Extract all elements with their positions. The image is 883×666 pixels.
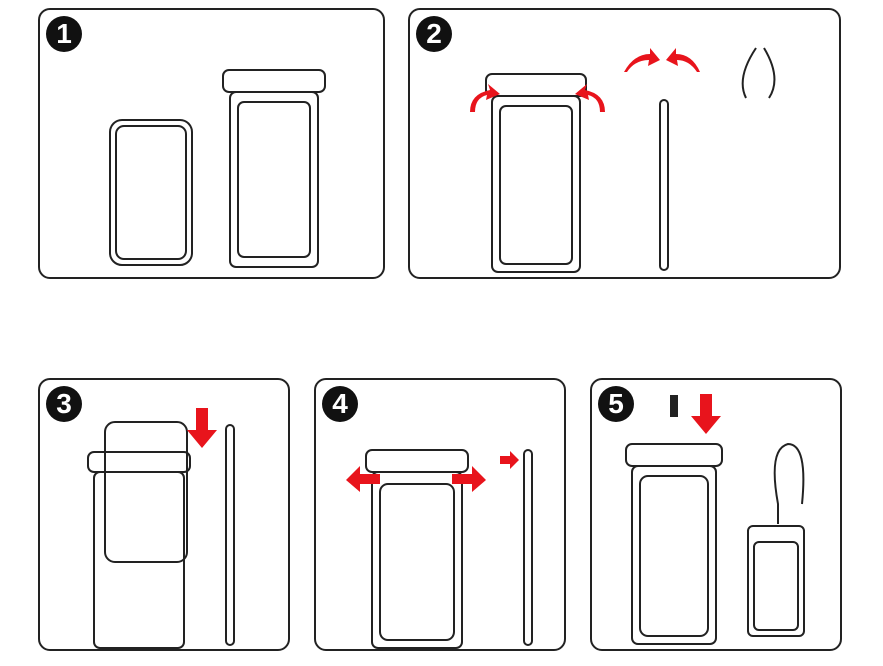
red-arrow-icons	[470, 48, 700, 112]
insert-phone-illustration	[87, 408, 235, 649]
step-4-panel: 4	[314, 378, 566, 651]
red-arrow-icons	[346, 451, 519, 492]
step-2-panel: 2	[408, 8, 841, 279]
down-arrow-icon	[691, 394, 721, 434]
step-number: 4	[322, 386, 358, 422]
step-1-panel: 1	[38, 8, 385, 279]
step-3-panel: 3	[38, 378, 290, 651]
down-arrow-icon	[187, 408, 217, 448]
step-number: 5	[598, 386, 634, 422]
close-clips-illustration	[346, 449, 533, 649]
step-number: 2	[416, 16, 452, 52]
step-5-panel: 5	[590, 378, 842, 651]
step-number: 3	[46, 386, 82, 422]
attach-lanyard-illustration	[625, 394, 805, 645]
open-clips-illustration	[470, 47, 776, 273]
phone-and-pouch-illustration	[109, 69, 326, 268]
step-number: 1	[46, 16, 82, 52]
